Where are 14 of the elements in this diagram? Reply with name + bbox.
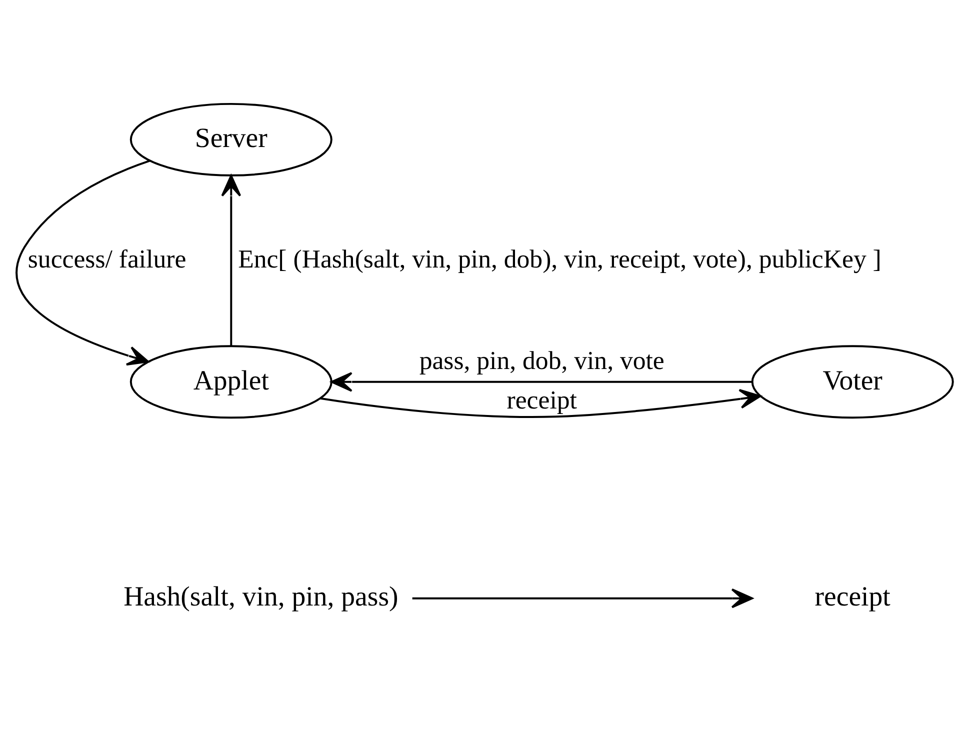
edge-label: Enc[ (Hash(salt, vin, pin, dob), vin, receipt, vote), publicKey ] <box>238 244 882 274</box>
arrow <box>330 372 752 392</box>
node-text: Hash(salt, vin, pin, pass) <box>124 582 398 613</box>
arrow <box>221 174 242 346</box>
edge-label: receipt <box>506 386 577 415</box>
arrow <box>412 588 753 608</box>
arrow <box>320 389 762 418</box>
edge-label: success/ failure <box>28 244 186 274</box>
arrow <box>16 160 150 366</box>
edge-label: pass, pin, dob, vin, vote <box>419 346 664 375</box>
node-ellipse: Server <box>130 102 332 176</box>
node-ellipse: Voter <box>751 345 954 419</box>
node-ellipse: Applet <box>130 345 332 419</box>
node-text: receipt <box>814 582 890 613</box>
